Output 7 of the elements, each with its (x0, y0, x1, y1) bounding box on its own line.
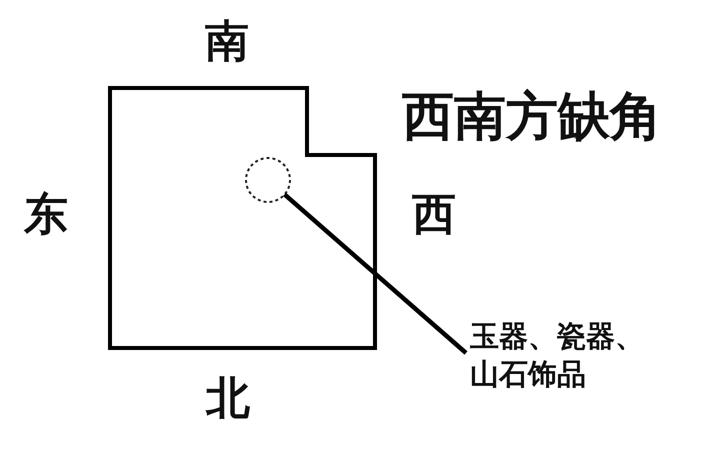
direction-label: 东 (24, 193, 68, 237)
direction-label: 西 (412, 193, 456, 237)
direction-label: 北 (206, 377, 250, 421)
dashed-circle (245, 157, 291, 203)
callout-text: 玉器、瓷器、山石饰品 (470, 318, 660, 394)
direction-label: 南 (205, 20, 249, 64)
leader-line (283, 192, 468, 355)
